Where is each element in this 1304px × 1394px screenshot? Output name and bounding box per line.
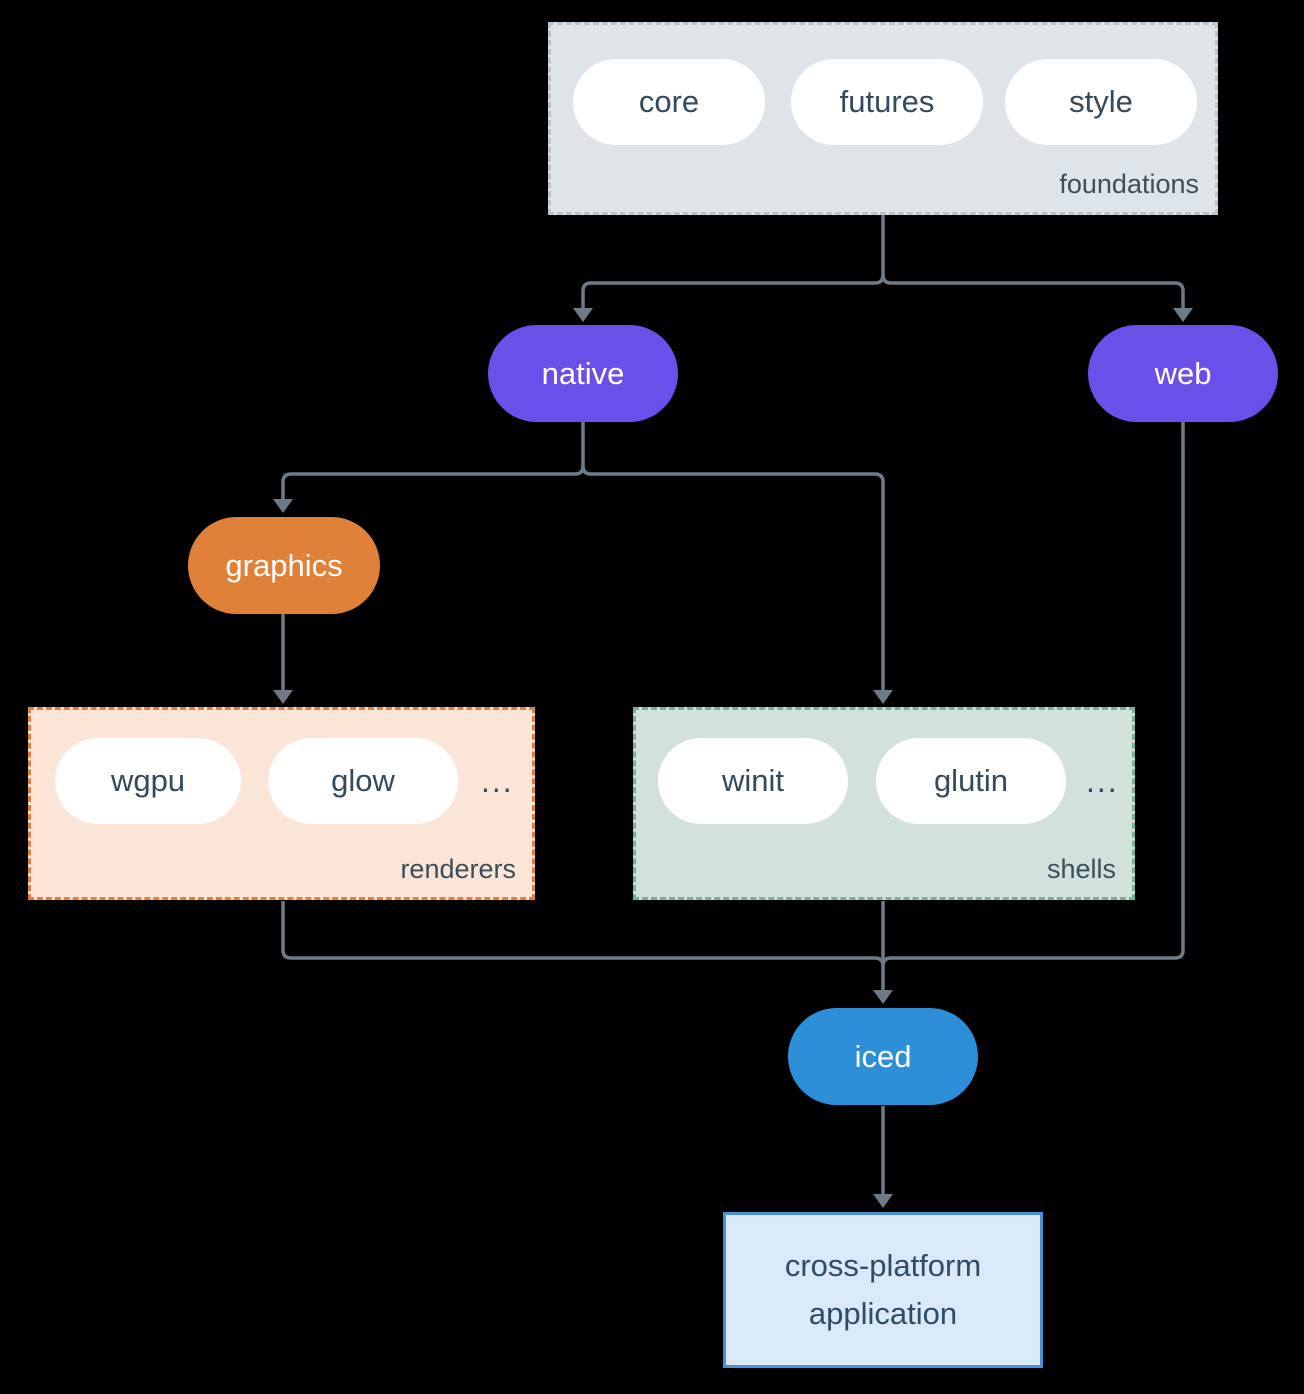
- arrowhead-application: [873, 1194, 893, 1208]
- edge-foundations-web: [881, 274, 1185, 310]
- edge-foundations-native: [581, 215, 885, 310]
- foundations-group-label: foundations: [1059, 169, 1199, 199]
- node-style: style: [1005, 59, 1197, 145]
- node-cross-platform-application-label: cross-platform application: [784, 1247, 982, 1331]
- foundations-group: core futures style foundations: [548, 22, 1218, 215]
- edge-renderers-iced: [281, 901, 885, 967]
- node-iced: iced: [788, 1008, 978, 1105]
- arrowhead-graphics: [273, 499, 293, 513]
- node-glutin: glutin: [876, 738, 1066, 824]
- node-core: core: [573, 59, 765, 145]
- node-graphics-label: graphics: [225, 547, 343, 583]
- node-iced-label: iced: [854, 1038, 912, 1074]
- node-web-label: web: [1154, 355, 1212, 391]
- node-native: native: [488, 325, 678, 422]
- node-glutin-label: glutin: [933, 763, 1009, 798]
- node-wgpu: wgpu: [55, 738, 241, 824]
- renderers-group: wgpu glow ... renderers: [28, 707, 535, 900]
- arrowhead-native: [573, 308, 593, 322]
- node-futures-label: futures: [839, 84, 935, 119]
- node-web: web: [1088, 325, 1278, 422]
- node-glow: glow: [268, 738, 458, 824]
- shells-more-indicator: ...: [1086, 762, 1119, 799]
- node-winit-label: winit: [721, 763, 784, 798]
- renderers-group-label: renderers: [400, 854, 516, 884]
- node-graphics: graphics: [188, 517, 380, 614]
- node-glow-label: glow: [331, 763, 395, 798]
- arrowhead-web: [1173, 308, 1193, 322]
- arrowhead-renderers: [273, 690, 293, 704]
- edge-native-graphics: [281, 422, 585, 500]
- arrowhead-iced: [873, 990, 893, 1004]
- node-style-label: style: [1069, 84, 1133, 119]
- edge-native-shells: [581, 465, 885, 690]
- shells-group: winit glutin ... shells: [633, 707, 1135, 900]
- node-native-label: native: [541, 355, 625, 391]
- node-wgpu-label: wgpu: [110, 763, 186, 798]
- shells-group-label: shells: [1046, 854, 1116, 884]
- node-cross-platform-application: cross-platform application: [723, 1212, 1043, 1368]
- renderers-more-indicator: ...: [481, 762, 514, 799]
- node-futures: futures: [791, 59, 983, 145]
- node-winit: winit: [658, 738, 848, 824]
- node-core-label: core: [638, 84, 700, 119]
- arrowhead-shells: [873, 690, 893, 704]
